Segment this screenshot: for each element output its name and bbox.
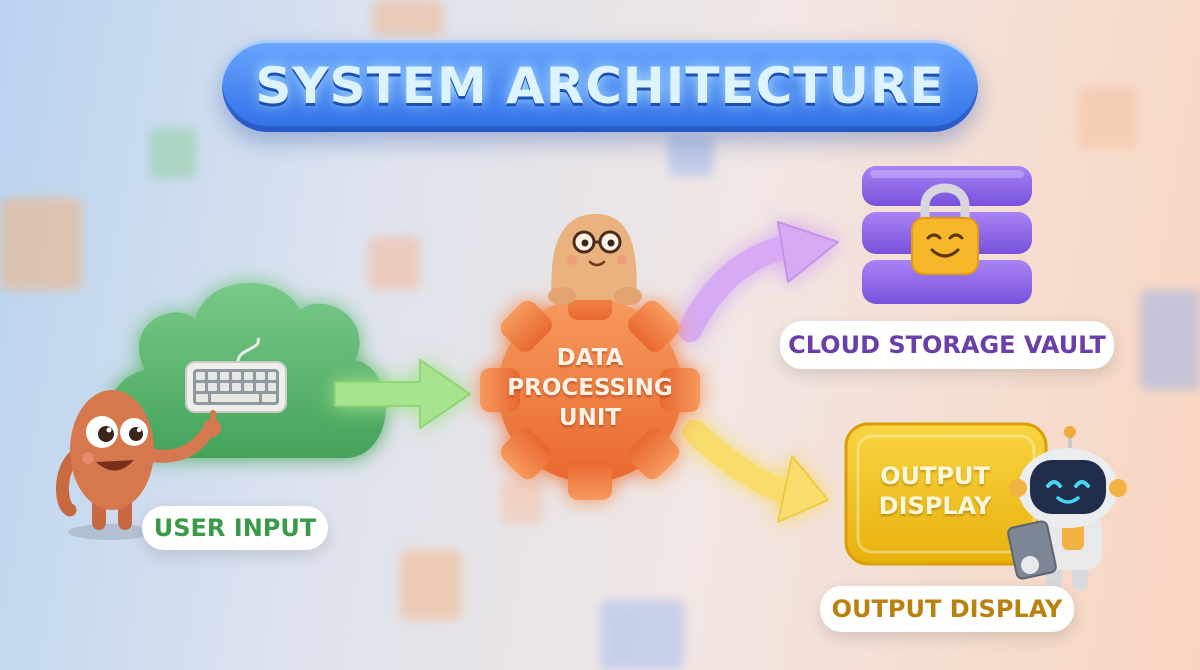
bg-document-decoration <box>400 550 462 620</box>
bg-document-decoration <box>1078 88 1136 148</box>
bg-document-decoration <box>600 600 684 670</box>
screen-text-line-1: OUTPUT <box>880 462 990 490</box>
lock-icon <box>911 183 979 275</box>
user-input-label: USER INPUT <box>142 506 328 550</box>
bg-document-decoration <box>368 236 420 290</box>
processing-label-line-2: PROCESSING <box>507 375 673 401</box>
output-screen <box>844 422 1048 566</box>
title-banner: SYSTEM ARCHITECTURE <box>222 40 978 132</box>
diagram-title: SYSTEM ARCHITECTURE <box>255 57 945 115</box>
storage-vault <box>862 166 1032 304</box>
keyboard-icon <box>185 337 287 413</box>
arrow-user-to-processing <box>334 359 471 429</box>
arrow-processing-to-storage <box>678 221 839 342</box>
bg-document-decoration <box>0 198 82 290</box>
processing-label-line-3: UNIT <box>558 405 622 431</box>
user-character <box>55 390 221 540</box>
tablet-icon <box>1007 520 1057 580</box>
bg-document-decoration <box>668 136 714 176</box>
arrow-processing-to-output <box>683 420 829 523</box>
output-display-label: OUTPUT DISPLAY <box>820 586 1074 632</box>
processing-gear <box>480 214 700 500</box>
robot-icon <box>1007 426 1127 590</box>
bg-document-decoration <box>500 480 544 524</box>
bg-document-decoration <box>372 0 444 36</box>
gear-icon <box>480 280 700 500</box>
cloud-storage-label: CLOUD STORAGE VAULT <box>780 321 1114 369</box>
user-input-cloud <box>55 282 386 540</box>
processing-character <box>548 214 642 305</box>
screen-text-line-2: DISPLAY <box>878 492 992 520</box>
processing-label-line-1: DATA <box>556 345 624 371</box>
bg-document-decoration <box>1140 290 1200 390</box>
bg-document-decoration <box>150 128 196 178</box>
